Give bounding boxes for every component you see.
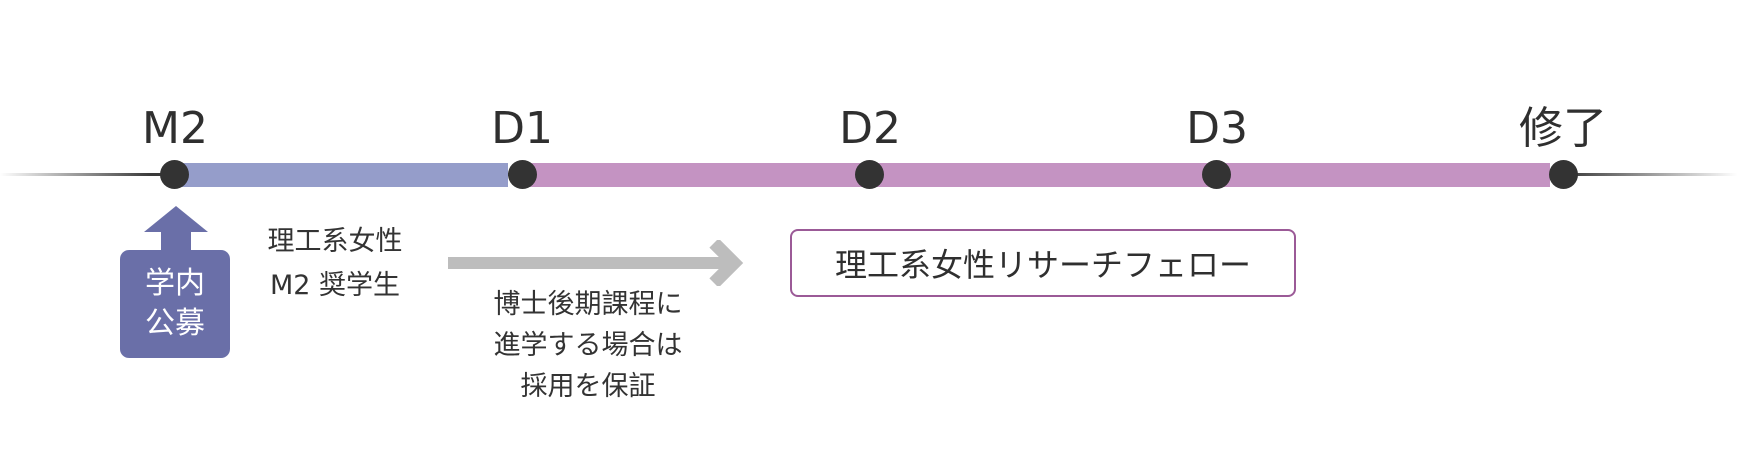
stage-label-d2: D2 [839,103,901,154]
research-fellow-band [525,163,1550,187]
node-completion [1549,160,1578,189]
guarantee-line-1: 博士後期課程に [493,289,683,320]
scholarship-line-2: M2 奨学生 [269,270,401,301]
recruit-line-2: 公募 [145,306,205,341]
m2-scholarship-label: 理工系女性 M2 奨学生 [230,220,440,308]
research-fellow-label: 理工系女性リサーチフェロー [834,246,1251,284]
guarantee-arrow-icon [448,240,744,286]
node-d2 [855,160,884,189]
node-m2 [160,160,189,189]
scholarship-line-1: 理工系女性 [267,226,403,257]
guarantee-note: 博士後期課程に 進学する場合は 採用を保証 [470,284,706,407]
guarantee-line-3: 採用を保証 [520,371,656,402]
stage-label-d3: D3 [1186,103,1248,154]
research-fellow-box: 理工系女性リサーチフェロー [790,229,1296,297]
node-d1 [508,160,537,189]
stage-label-completion: 修了 [1519,103,1607,154]
guarantee-arrow-tip [709,240,744,286]
guarantee-arrow-shaft [448,257,726,269]
guarantee-line-2: 進学する場合は [493,330,683,361]
stage-label-d1: D1 [491,103,553,154]
node-d3 [1202,160,1231,189]
recruit-line-1: 学内 [145,266,205,301]
recruit-arrow-head [144,206,208,232]
stage-label-m2: M2 [142,103,208,154]
m2-scholarship-band [175,163,508,187]
internal-recruitment-box: 学内公募 [120,250,230,358]
